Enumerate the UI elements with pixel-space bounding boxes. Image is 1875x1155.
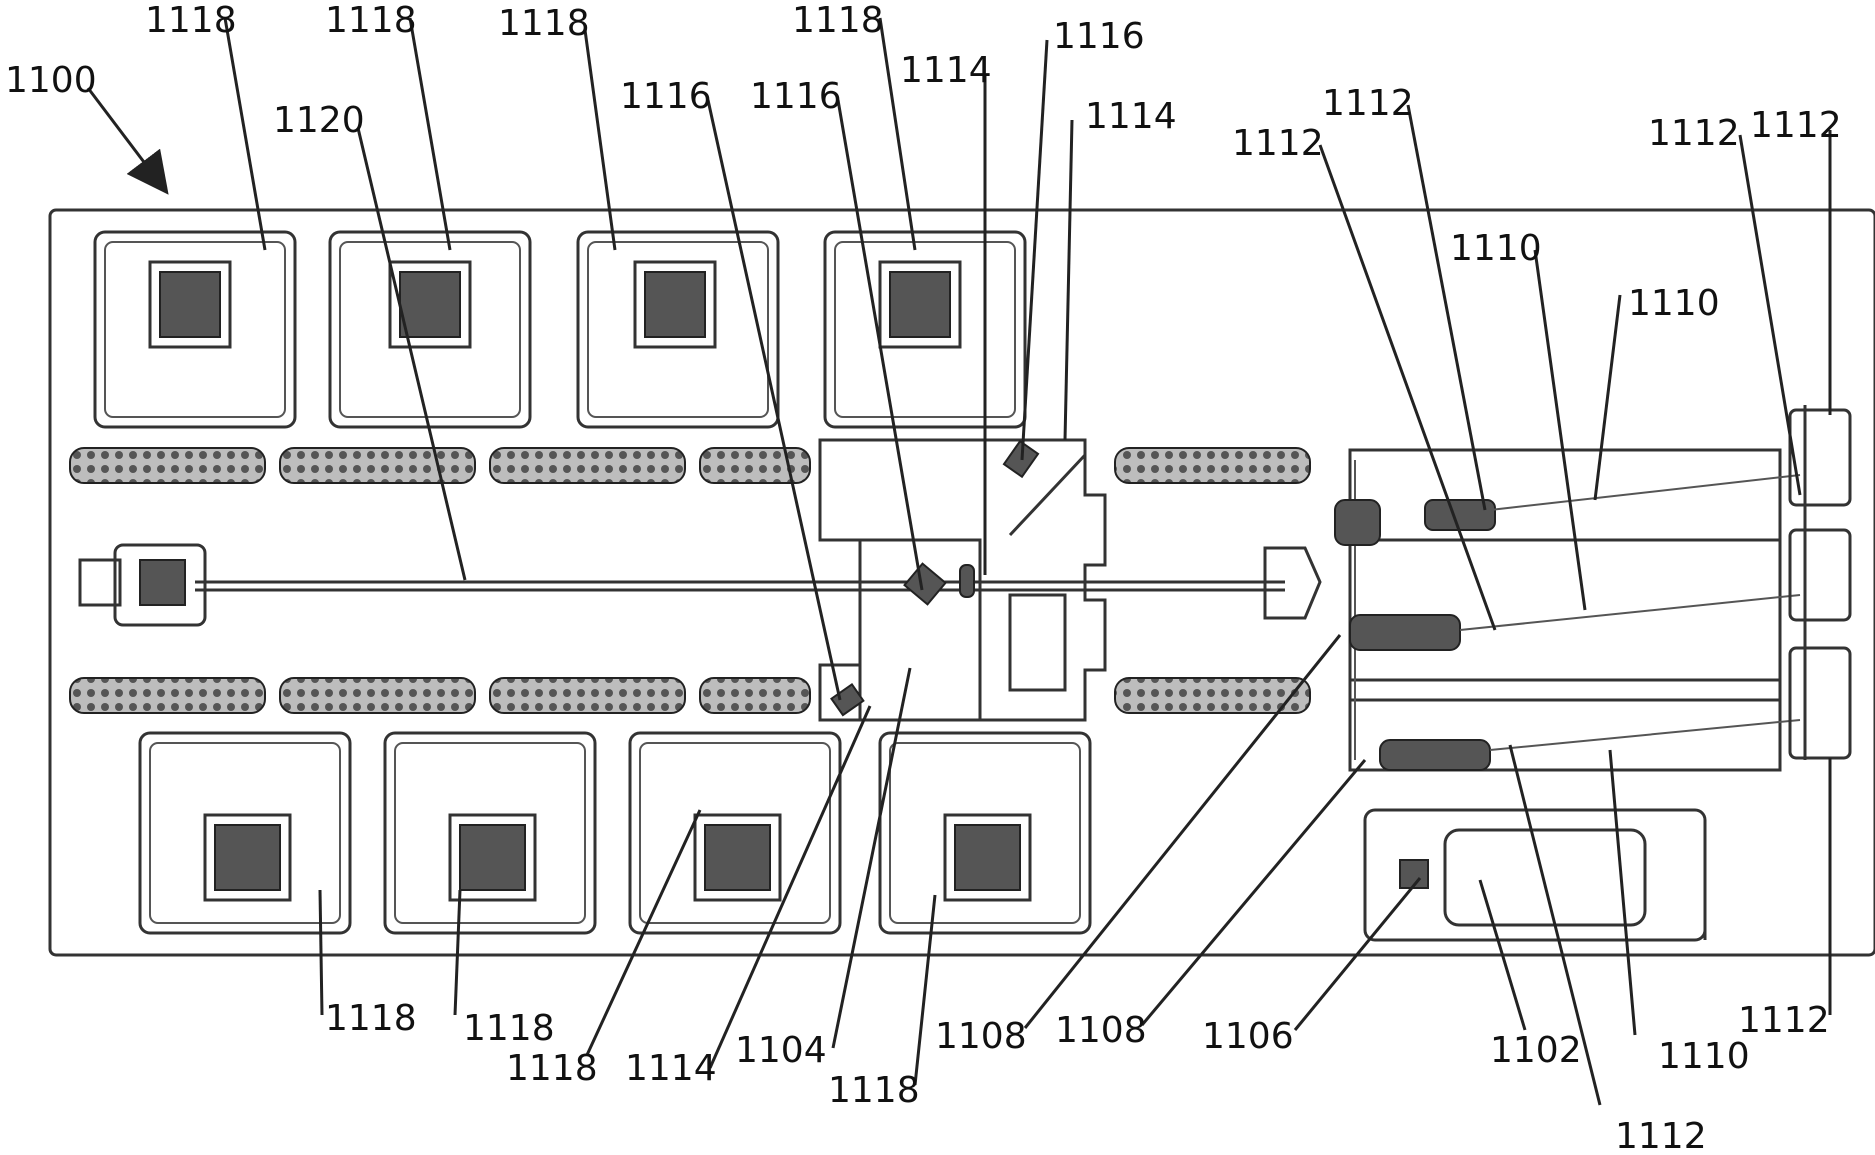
label-1112: 1112 — [1750, 105, 1842, 146]
label-1106: 1106 — [1202, 1016, 1294, 1057]
label-1116: 1116 — [1053, 16, 1145, 57]
label-1110: 1110 — [1628, 283, 1720, 324]
bay-bottom-4 — [880, 733, 1090, 933]
label-1112: 1112 — [1648, 113, 1740, 154]
top-bays — [95, 232, 1025, 427]
label-1104: 1104 — [735, 1030, 827, 1071]
bay-top-2 — [330, 232, 530, 427]
bay-bottom-3 — [630, 733, 840, 933]
label-1110: 1110 — [1450, 228, 1542, 269]
label-1112: 1112 — [1738, 1000, 1830, 1041]
central-frame — [820, 440, 1105, 720]
bay-bottom-1 — [140, 733, 350, 933]
right-assembly — [1335, 405, 1850, 940]
central-rail — [80, 545, 1320, 625]
label-1114: 1114 — [1085, 96, 1177, 137]
bay-bottom-2 — [385, 733, 595, 933]
label-1118: 1118 — [325, 998, 417, 1039]
label-1100: 1100 — [5, 60, 97, 101]
bay-top-4 — [825, 232, 1025, 427]
label-1118: 1118 — [828, 1070, 920, 1111]
bay-top-3 — [578, 232, 778, 427]
leader-lines — [88, 18, 1830, 1105]
bottom-bays — [140, 733, 1090, 933]
label-1108: 1108 — [935, 1016, 1027, 1057]
label-1118: 1118 — [498, 3, 590, 44]
label-1120: 1120 — [273, 100, 365, 141]
label-1112: 1112 — [1232, 123, 1324, 164]
label-1114: 1114 — [900, 50, 992, 91]
label-1118: 1118 — [506, 1048, 598, 1089]
label-1110: 1110 — [1658, 1036, 1750, 1077]
label-1102: 1102 — [1490, 1030, 1582, 1071]
label-1112: 1112 — [1615, 1116, 1707, 1155]
label-1118: 1118 — [463, 1008, 555, 1049]
label-1108: 1108 — [1055, 1010, 1147, 1051]
label-1118: 1118 — [792, 0, 884, 41]
label-1116: 1116 — [620, 76, 712, 117]
bay-top-1 — [95, 232, 295, 427]
label-1114: 1114 — [625, 1048, 717, 1089]
label-1118: 1118 — [145, 0, 237, 41]
label-1116: 1116 — [750, 76, 842, 117]
label-1112: 1112 — [1322, 83, 1414, 124]
label-1118: 1118 — [325, 0, 417, 41]
